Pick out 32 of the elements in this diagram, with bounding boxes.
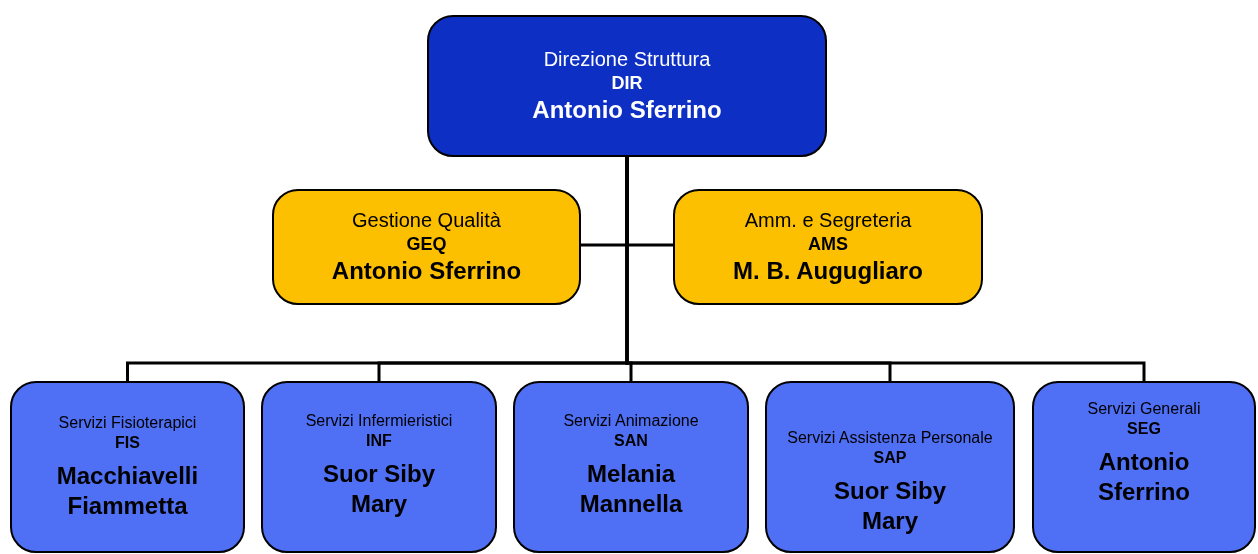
- unit-code: DIR: [611, 72, 643, 95]
- manager-name: Antonio Sferrino: [532, 94, 722, 125]
- unit-code: AMS: [808, 233, 848, 256]
- org-unit-box: [513, 381, 749, 553]
- unit-title: Servizi Fisioterapici: [58, 413, 197, 433]
- unit-title: Gestione Qualità: [352, 208, 501, 234]
- org-unit-box: [427, 15, 827, 157]
- manager-name: Macchiavelli Fiammetta: [55, 461, 200, 521]
- org-unit-box: [673, 189, 983, 305]
- org-unit-box: [10, 381, 245, 553]
- org-unit-box: [765, 381, 1015, 553]
- manager-name: M. B. Augugliaro: [733, 255, 923, 286]
- unit-code: INF: [366, 431, 392, 451]
- org-unit-box: [272, 189, 581, 305]
- manager-name: Suor Siby Mary: [322, 459, 436, 519]
- unit-title: Servizi Generali: [1087, 399, 1201, 419]
- unit-code: SEG: [1127, 419, 1161, 439]
- unit-title: Servizi Infermieristici: [305, 411, 453, 431]
- unit-title: Direzione Struttura: [543, 47, 711, 73]
- unit-code: GEQ: [406, 233, 447, 256]
- unit-title: Servizi Animazione: [563, 411, 699, 431]
- unit-title: Servizi Assistenza Personale: [787, 428, 993, 448]
- org-unit-box: [261, 381, 497, 553]
- manager-name: Melania Mannella: [578, 459, 684, 519]
- unit-title: Amm. e Segreteria: [744, 208, 912, 234]
- manager-name: Antonio Sferrino: [331, 255, 522, 286]
- manager-name: Antonio Sferrino: [1097, 447, 1191, 507]
- unit-code: SAN: [614, 431, 648, 451]
- unit-code: FIS: [115, 433, 140, 453]
- unit-code: SAP: [873, 448, 907, 468]
- org-unit-box: [1032, 381, 1256, 553]
- manager-name: Suor Siby Mary: [833, 476, 947, 536]
